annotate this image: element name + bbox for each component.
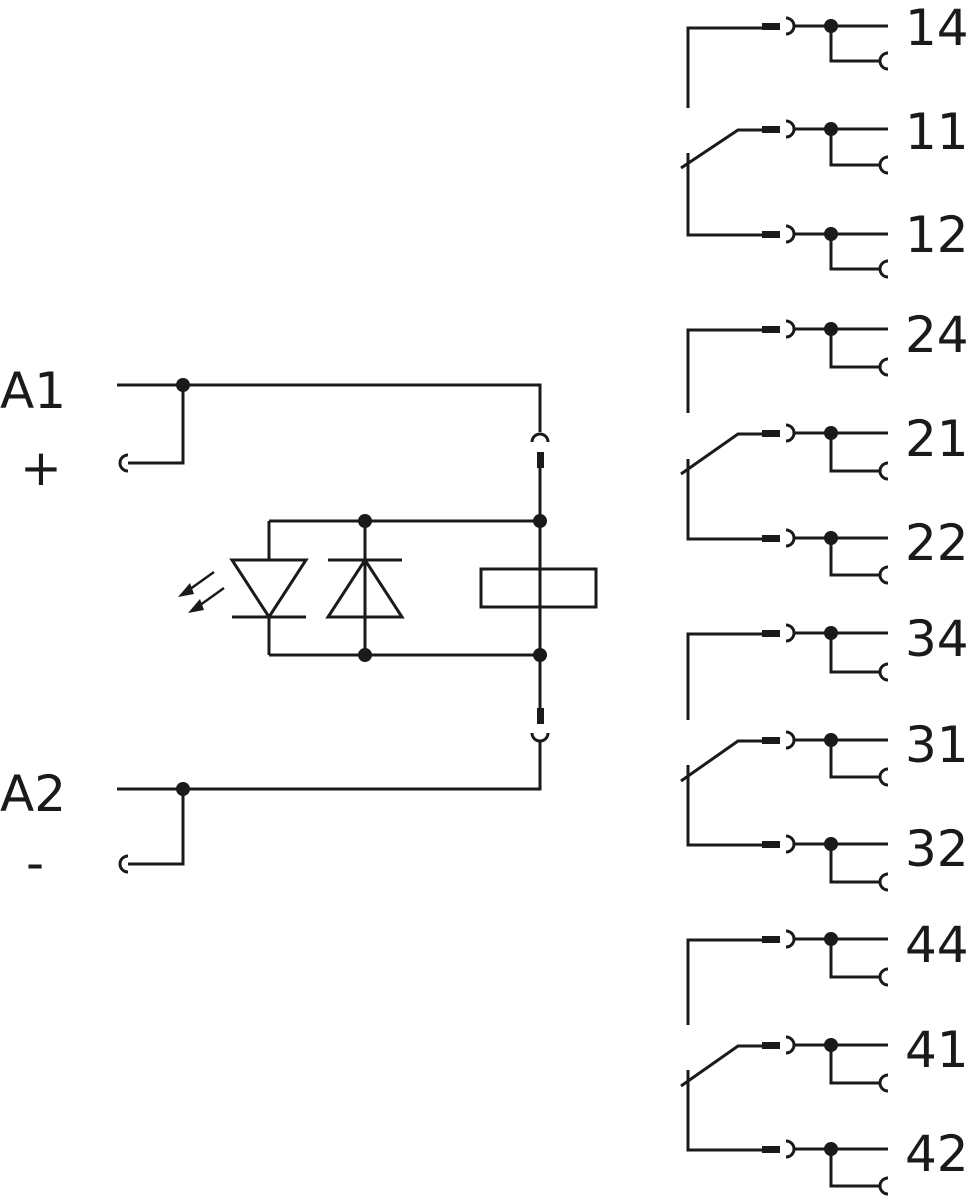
relay-contact-icon [680, 26, 765, 237]
contact-group-3: 34 31 32 [680, 610, 969, 892]
a2-wire [117, 742, 542, 791]
contact-label-com: 11 [905, 103, 969, 161]
terminal-com [762, 730, 889, 787]
terminal-a2-label: A2 [0, 765, 66, 823]
terminal-nc [762, 224, 889, 279]
contact-label-no: 14 [905, 0, 969, 57]
terminal-com [762, 119, 889, 175]
diode-top-junction [358, 514, 372, 528]
terminal-nc [762, 1139, 889, 1196]
light-emission-icon [178, 570, 225, 613]
relay-contact-icon [680, 632, 765, 847]
contact-label-nc: 22 [905, 514, 969, 572]
a1-junction [176, 378, 190, 392]
terminal-com [762, 423, 889, 481]
contact-label-nc: 12 [905, 206, 969, 264]
diode-icon [325, 557, 405, 619]
led-icon [229, 558, 309, 620]
a2-terminal-icon [118, 854, 129, 874]
relay-contact-icon [680, 328, 765, 541]
plug-pin-top [537, 452, 544, 468]
contact-label-com: 31 [905, 716, 969, 774]
terminal-a1-label: A1 [0, 362, 66, 420]
plug-connector-bottom-icon [530, 732, 550, 743]
coil-top-junction [533, 514, 547, 528]
a1-wire [117, 383, 542, 432]
coil-circuit: A1 + [0, 362, 598, 892]
a1-branch-wire [128, 385, 185, 465]
contact-group-1: 14 11 12 [680, 0, 969, 279]
a2-branch-wire [128, 789, 185, 866]
terminal-no [762, 623, 889, 682]
contact-label-com: 21 [905, 410, 969, 468]
terminal-a2-polarity: - [26, 834, 44, 892]
plug-pin-bottom [537, 708, 544, 724]
contact-label-no: 24 [905, 306, 969, 364]
contact-group-2: 24 21 22 [680, 306, 969, 585]
a2-junction [176, 782, 190, 796]
terminal-nc [762, 834, 889, 892]
terminal-no [762, 16, 889, 71]
relay-contact-icon [680, 938, 765, 1152]
contact-label-no: 34 [905, 610, 969, 668]
terminal-com [762, 1035, 889, 1093]
a1-terminal-icon [118, 453, 129, 473]
contact-label-com: 41 [905, 1021, 969, 1079]
relay-coil-icon [479, 567, 598, 609]
terminal-no [762, 319, 889, 377]
plug-connector-top-icon [530, 432, 550, 443]
contact-label-no: 44 [905, 916, 969, 974]
terminal-no [762, 929, 889, 987]
terminal-a1-polarity: + [20, 439, 62, 497]
contact-label-nc: 42 [905, 1125, 969, 1183]
contact-group-4: 44 41 42 [680, 916, 969, 1196]
terminal-nc [762, 528, 889, 585]
diode-bottom-junction [358, 648, 372, 662]
contact-label-nc: 32 [905, 820, 969, 878]
